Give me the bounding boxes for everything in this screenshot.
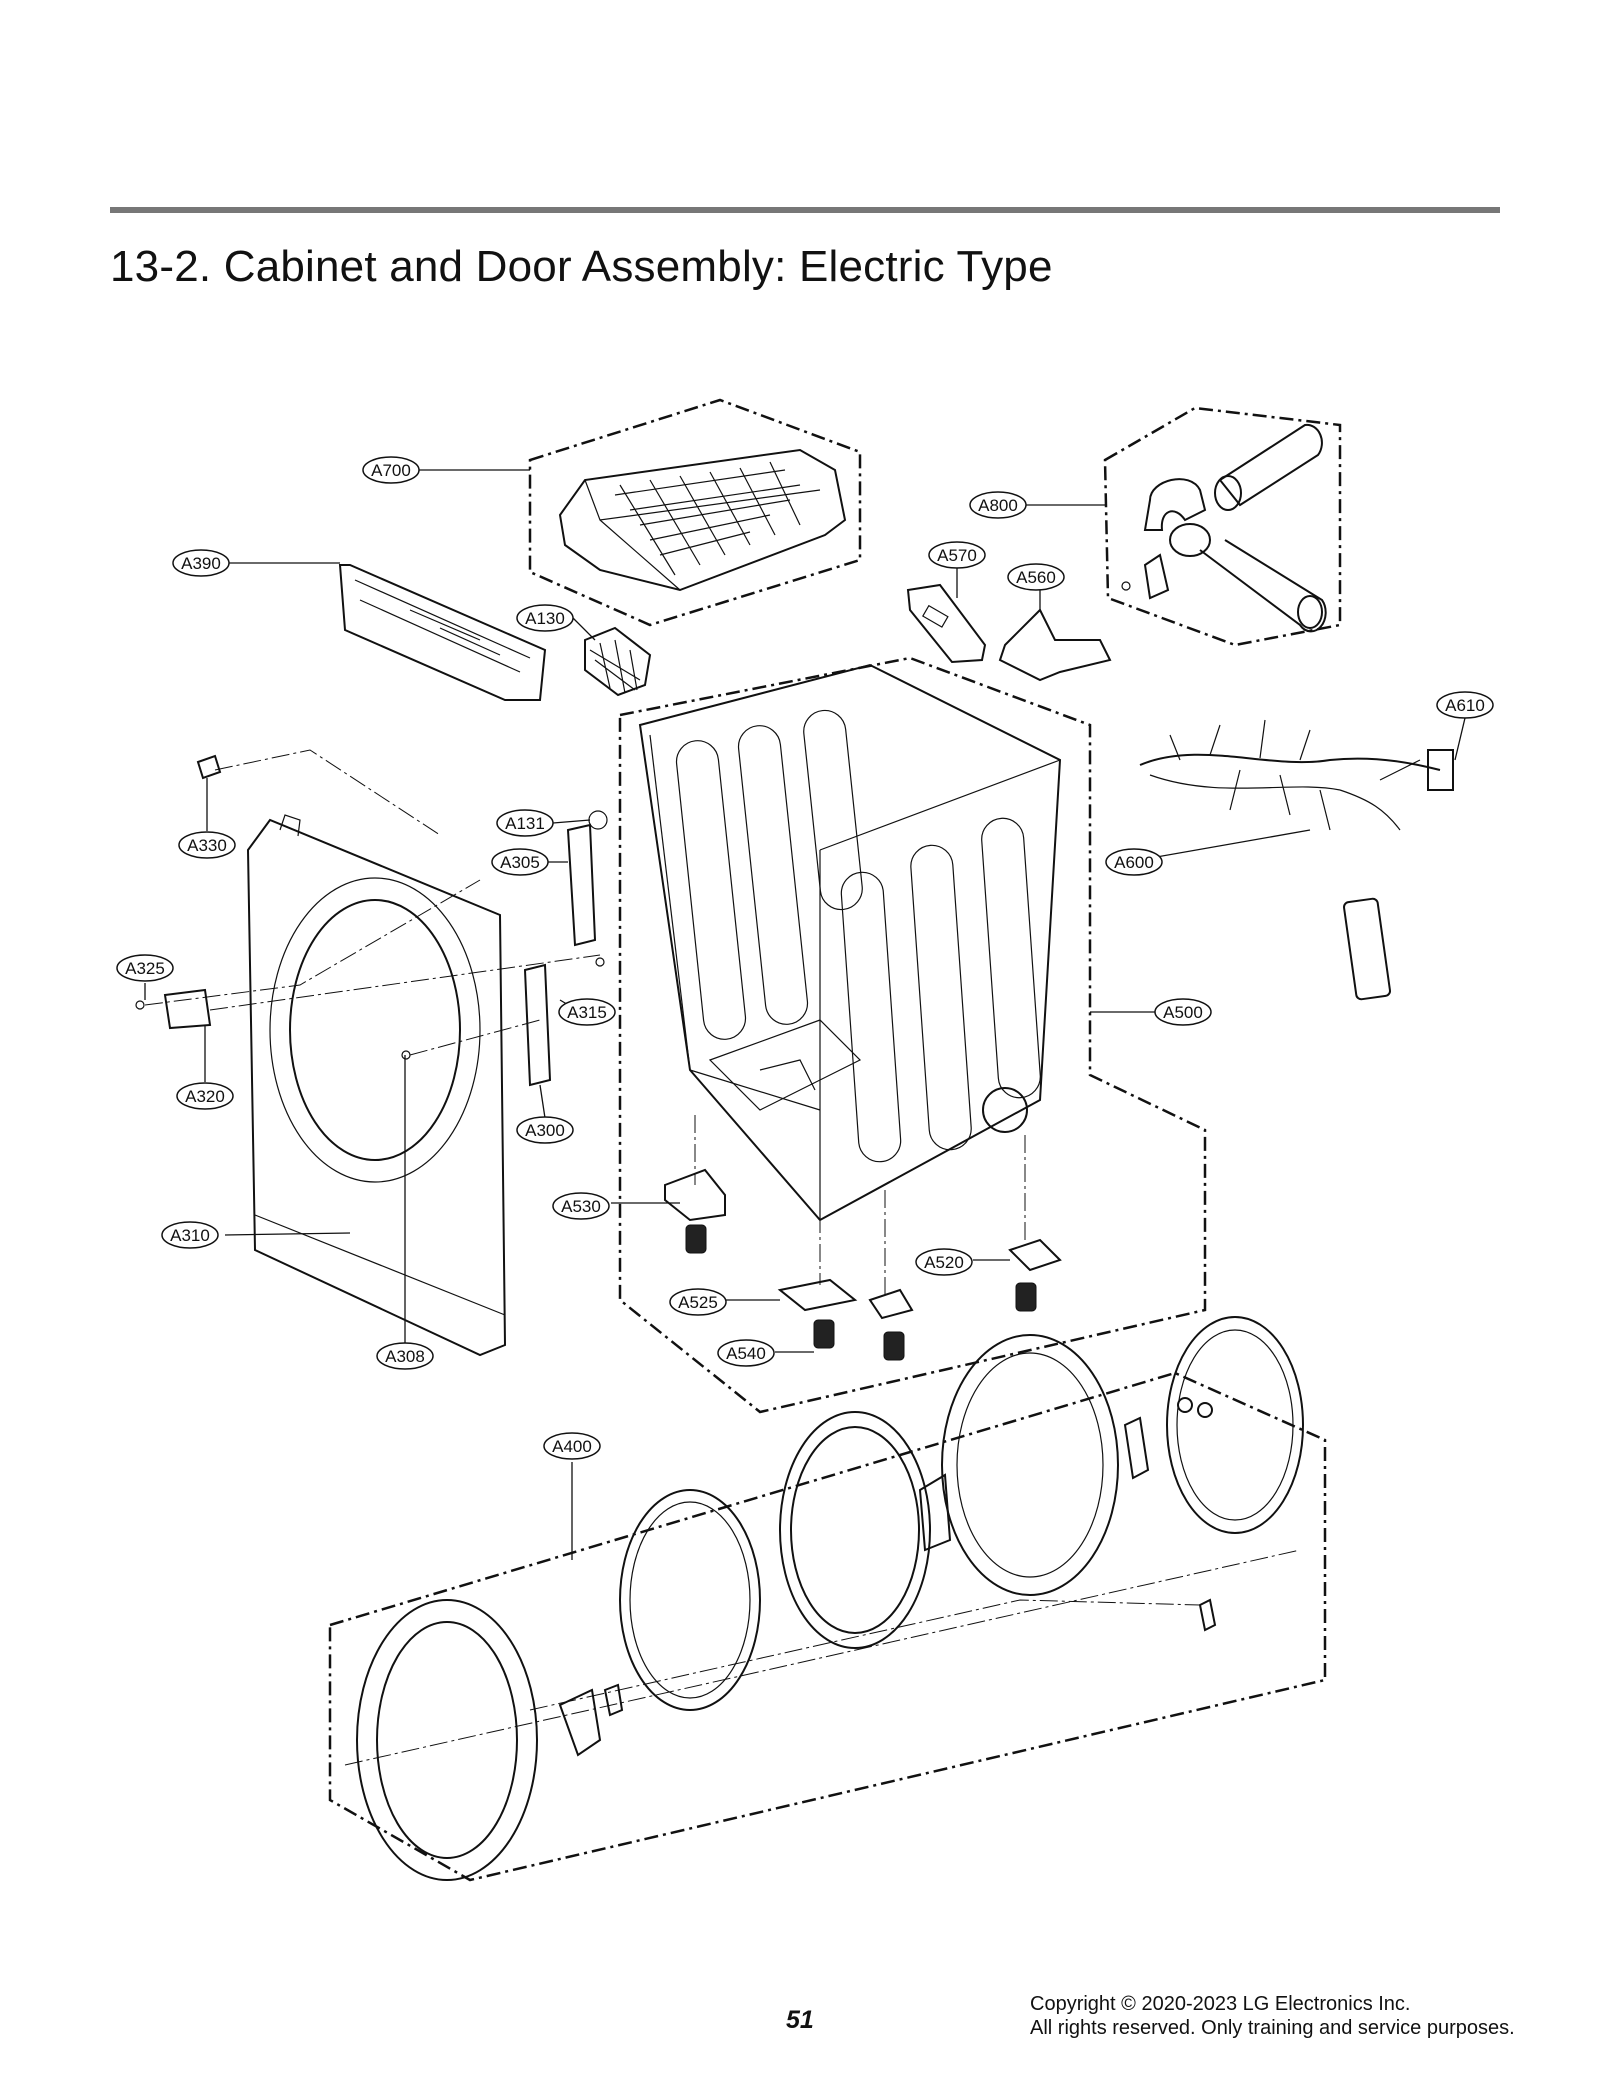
callout-A570: A570	[928, 541, 986, 569]
door-assembly-part	[344, 1316, 1304, 1881]
callout-A400: A400	[543, 1432, 601, 1460]
svg-text:A330: A330	[187, 836, 227, 855]
svg-text:A400: A400	[552, 1437, 592, 1456]
page-number: 51	[786, 2006, 814, 2034]
small-bracket-part	[196, 749, 441, 836]
exhaust-duct-part	[1121, 423, 1327, 633]
callout-leaders	[144, 469, 1466, 1560]
svg-text:A560: A560	[1016, 568, 1056, 587]
callout-A330: A330	[178, 831, 236, 859]
feet-and-leveling-parts	[664, 1115, 1062, 1361]
callout-A310: A310	[161, 1221, 219, 1249]
latch-parts	[135, 879, 601, 1030]
svg-text:A130: A130	[525, 609, 565, 628]
svg-text:A131: A131	[505, 814, 545, 833]
top-plate-group-boundary	[528, 398, 862, 627]
svg-text:A530: A530	[561, 1197, 601, 1216]
callout-A390: A390	[172, 549, 230, 577]
callout-A500: A500	[1154, 998, 1212, 1026]
copyright-line-1: Copyright © 2020-2023 LG Electronics Inc…	[1030, 1993, 1411, 2015]
svg-text:A315: A315	[567, 1003, 607, 1022]
svg-text:A308: A308	[385, 1347, 425, 1366]
callout-A800: A800	[969, 491, 1027, 519]
svg-text:A500: A500	[1163, 1003, 1203, 1022]
callout-A560: A560	[1007, 563, 1065, 591]
copyright-notice: Copyright © 2020-2023 LG Electronics Inc…	[1030, 1992, 1515, 2040]
svg-text:A525: A525	[678, 1293, 718, 1312]
wire-harness-part	[1139, 719, 1454, 1001]
callout-A325: A325	[116, 954, 174, 982]
page-title: 13-2. Cabinet and Door Assembly: Electri…	[110, 242, 1053, 291]
svg-text:A610: A610	[1445, 696, 1485, 715]
callout-A130: A130	[516, 604, 574, 632]
callout-A300: A300	[516, 1116, 574, 1144]
callout-A540: A540	[717, 1339, 775, 1367]
svg-text:A325: A325	[125, 959, 165, 978]
callout-A700: A700	[362, 456, 420, 484]
callout-A131: A131	[496, 809, 554, 837]
top-plate-part	[558, 448, 847, 592]
callout-A305: A305	[491, 848, 549, 876]
cabinet-group-boundary	[618, 656, 1207, 1414]
control-bracket-part	[338, 564, 547, 701]
mount-bracket-part	[906, 583, 987, 664]
svg-text:A520: A520	[924, 1253, 964, 1272]
header-rule	[110, 207, 1500, 213]
callout-A530: A530	[552, 1192, 610, 1220]
door-group-boundary	[328, 1371, 1327, 1882]
svg-text:A390: A390	[181, 554, 221, 573]
callout-A315: A315	[558, 998, 616, 1026]
svg-text:A570: A570	[937, 546, 977, 565]
callout-A308: A308	[376, 1342, 434, 1370]
svg-text:A700: A700	[371, 461, 411, 480]
vent-part	[998, 608, 1112, 682]
svg-text:A800: A800	[978, 496, 1018, 515]
svg-text:A540: A540	[726, 1344, 766, 1363]
callout-A600: A600	[1105, 848, 1163, 876]
callout-labels: A700 A800 A390 A570 A560 A130 A610 A330 …	[116, 456, 1494, 1460]
svg-text:A600: A600	[1114, 853, 1154, 872]
svg-text:A305: A305	[500, 853, 540, 872]
copyright-line-2: All rights reserved. Only training and s…	[1030, 2017, 1515, 2039]
svg-text:A300: A300	[525, 1121, 565, 1140]
filter-part	[584, 626, 652, 697]
svg-text:A320: A320	[185, 1087, 225, 1106]
svg-text:A310: A310	[170, 1226, 210, 1245]
callout-A520: A520	[915, 1248, 973, 1276]
front-panel-part	[246, 814, 507, 1357]
cabinet-part	[638, 663, 1062, 1222]
callout-A525: A525	[669, 1288, 727, 1316]
hinge-parts	[401, 810, 608, 1087]
callout-A610: A610	[1436, 691, 1494, 719]
callout-A320: A320	[176, 1082, 234, 1110]
duct-group-boundary	[1103, 406, 1342, 647]
